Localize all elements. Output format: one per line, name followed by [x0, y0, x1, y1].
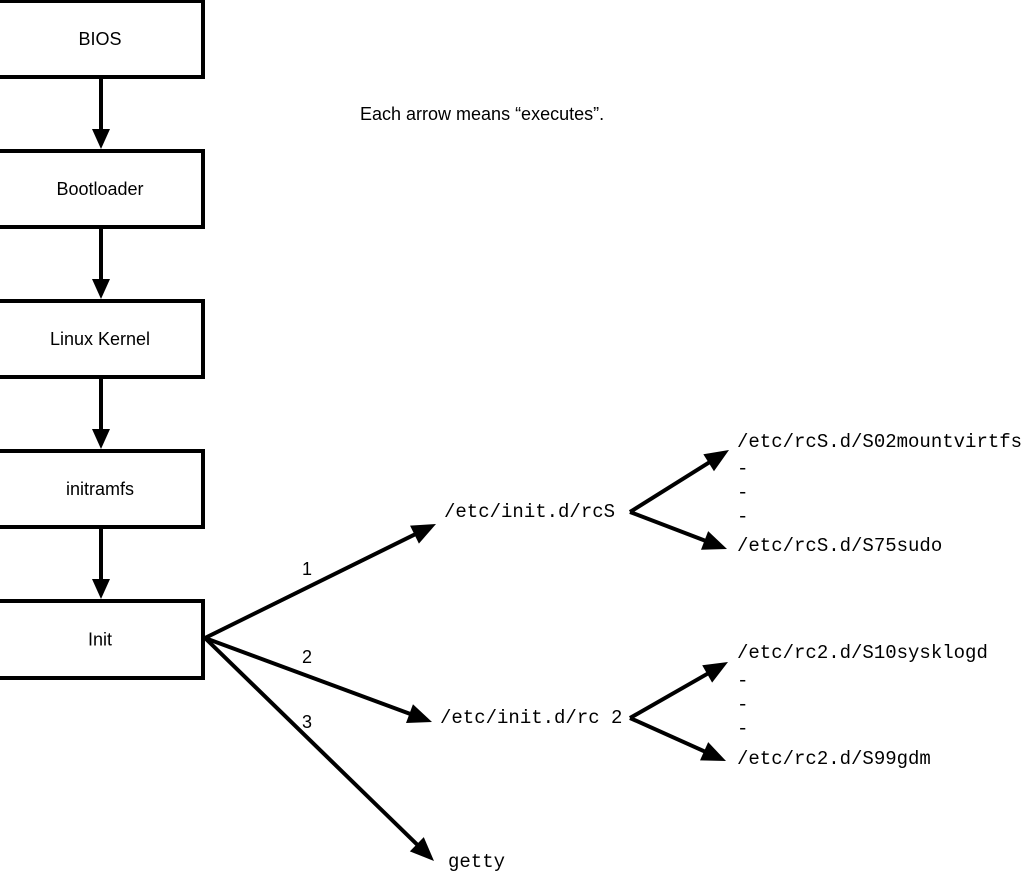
arrow-head-bootloader-to-kernel: [92, 279, 110, 299]
node-box-init[interactable]: [0, 599, 205, 680]
arrow-head-init-branch-2: [406, 704, 432, 724]
node-label-bootloader: Bootloader: [56, 179, 143, 199]
arrow-head-init-branch-3: [409, 837, 434, 861]
target-label-rcs-last-target: /etc/rcS.d/S75sudo: [737, 535, 942, 557]
node-box-bios[interactable]: [0, 0, 205, 79]
arrow-shaft-init-branch-1: [204, 530, 421, 640]
arrow-head-kernel-to-initramfs: [92, 429, 110, 449]
ellipsis-rc2-dash-2: -: [737, 694, 748, 716]
edge-number-init-branch-2: 2: [302, 647, 312, 667]
diagram-caption: Each arrow means “executes”.: [360, 104, 604, 124]
arrow-head-rc2-last-arrow: [700, 742, 726, 761]
arrow-head-init-branch-1: [410, 524, 436, 544]
edge-number-init-branch-3: 3: [302, 712, 312, 732]
node-box-linux-kernel[interactable]: [0, 299, 205, 379]
arrow-shaft-rc2-first-arrow: [629, 669, 714, 720]
node-init[interactable]: Init: [0, 599, 205, 680]
node-label-initramfs: initramfs: [66, 479, 134, 499]
ellipsis-rcs-dash-1: -: [737, 458, 748, 480]
node-label-bios: BIOS: [78, 29, 121, 49]
sub-fanout-group: /etc/rcS.d/S02mountvirtfs/etc/rcS.d/S75s…: [628, 431, 1022, 770]
ellipsis-rcs-dash-3: -: [737, 506, 748, 528]
script-label-rc2-script: /etc/init.d/rc 2: [440, 707, 622, 729]
node-box-bootloader[interactable]: [0, 149, 205, 229]
arrow-shaft-init-branch-3: [203, 636, 423, 850]
node-linux-kernel[interactable]: Linux Kernel: [0, 299, 205, 379]
arrow-head-initramfs-to-init: [92, 579, 110, 599]
script-label-group: /etc/init.d/rcS/etc/init.d/rc 2 getty: [440, 501, 622, 873]
node-bios[interactable]: BIOS: [0, 0, 205, 79]
init-fanout-group: 1 2 3: [203, 524, 436, 861]
ellipsis-rc2-dash-3: -: [737, 718, 748, 740]
arrow-head-rcs-last-arrow: [701, 531, 727, 550]
arrow-head-bios-to-bootloader: [92, 129, 110, 149]
target-label-rcs-first-target: /etc/rcS.d/S02mountvirtfs: [737, 431, 1022, 453]
script-label-rcs-script: /etc/init.d/rcS: [444, 501, 615, 523]
arrow-shaft-rcs-first-arrow: [628, 457, 715, 514]
node-initramfs[interactable]: initramfs: [0, 449, 205, 529]
edge-number-init-branch-1: 1: [302, 559, 312, 579]
arrow-head-rc2-first-arrow: [702, 662, 728, 683]
target-label-rc2-last-target: /etc/rc2.d/S99gdm: [737, 748, 931, 770]
node-label-linux-kernel: Linux Kernel: [50, 329, 150, 349]
ellipsis-rc2-dash-1: -: [737, 670, 748, 692]
node-label-init: Init: [88, 629, 112, 649]
arrow-shaft-init-branch-2: [204, 636, 416, 718]
target-label-rc2-first-target: /etc/rc2.d/S10sysklogd: [737, 642, 988, 664]
node-box-initramfs[interactable]: [0, 449, 205, 529]
node-bootloader[interactable]: Bootloader: [0, 149, 205, 229]
arrow-shaft-rcs-last-arrow: [629, 510, 711, 545]
arrow-shaft-rc2-last-arrow: [629, 716, 711, 756]
arrow-head-rcs-first-arrow: [703, 450, 729, 472]
script-label-getty-script: getty: [448, 851, 505, 873]
ellipsis-rcs-dash-2: -: [737, 482, 748, 504]
